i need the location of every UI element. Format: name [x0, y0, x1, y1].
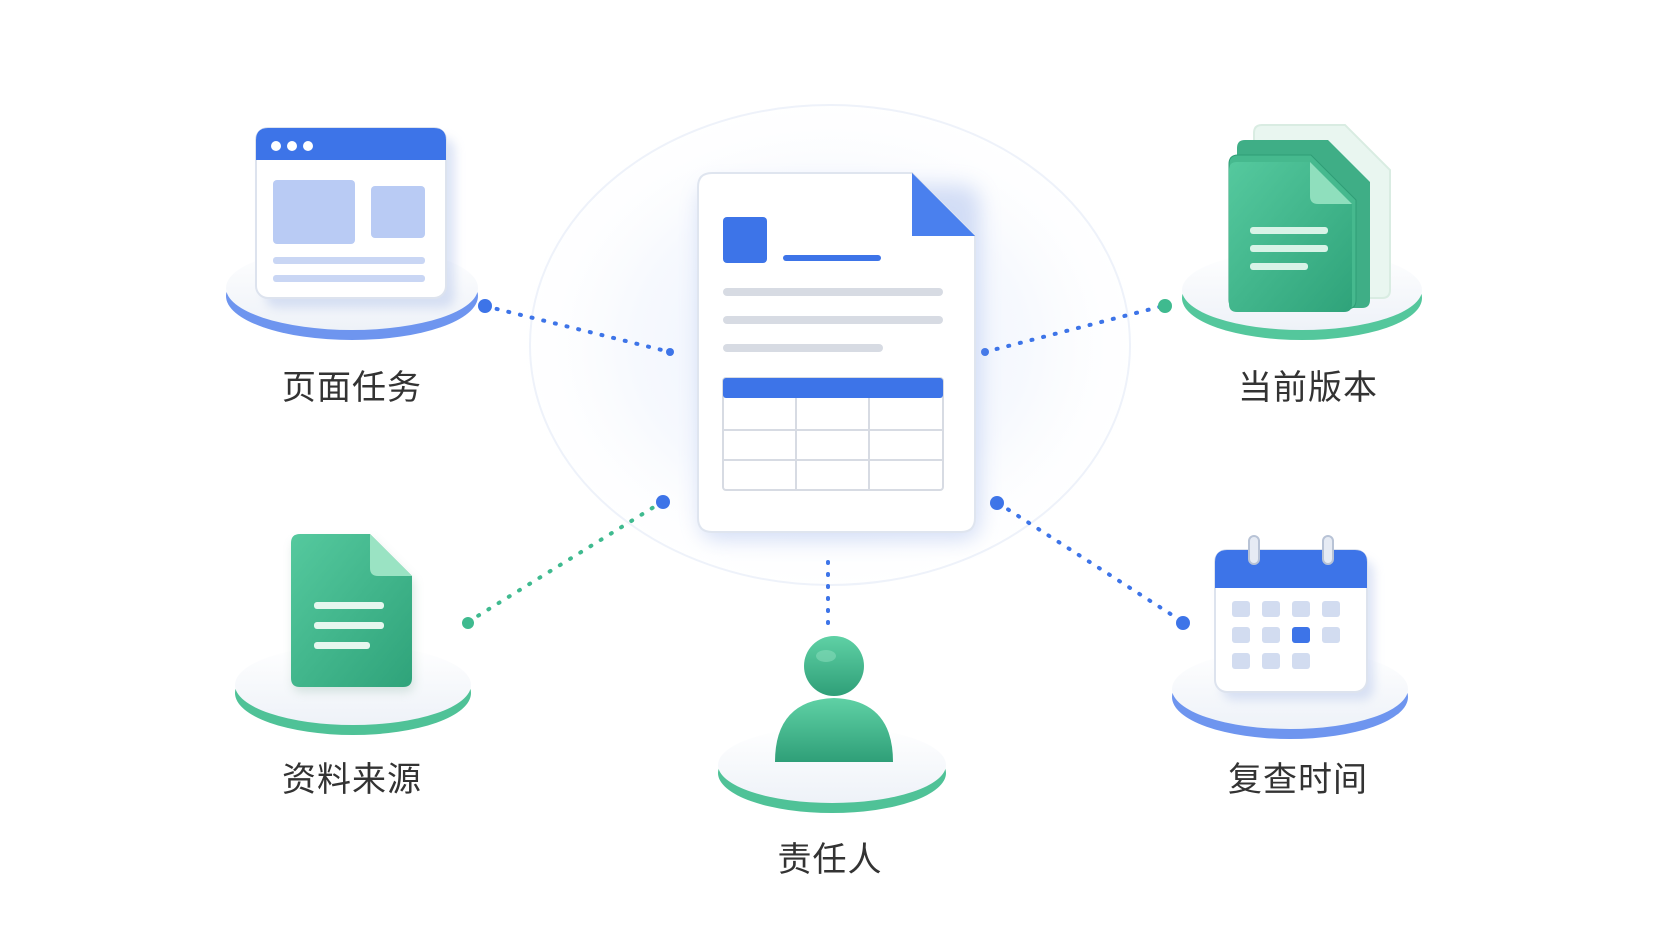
- label-review-time: 复查时间: [1228, 760, 1368, 800]
- record-document-icon: [697, 172, 980, 540]
- connectors: [466, 304, 1185, 632]
- person-icon: [775, 636, 893, 762]
- dot-review-end: [1176, 616, 1190, 630]
- label-current-version: 当前版本: [1238, 368, 1378, 408]
- node-review-time: [1172, 535, 1408, 739]
- label-source-material: 资料来源: [282, 760, 422, 800]
- calendar-icon: [1214, 535, 1374, 700]
- label-owner: 责任人: [777, 840, 883, 880]
- connector-page-task: [483, 304, 672, 354]
- connector-source-material: [466, 500, 664, 624]
- dot-version-center: [981, 348, 989, 356]
- browser-window-icon: [255, 127, 455, 308]
- label-page-task: 页面任务: [282, 368, 422, 408]
- dot-version-end: [1158, 299, 1172, 313]
- dot-page-task-end: [478, 299, 492, 313]
- dot-review-center: [990, 496, 1004, 510]
- node-page-task: [226, 127, 478, 340]
- node-owner: [718, 636, 946, 813]
- node-current-version: [1182, 124, 1422, 340]
- stacked-documents-icon: [1228, 124, 1391, 312]
- connector-review-time: [996, 501, 1185, 624]
- node-source-material: [235, 534, 471, 735]
- dot-source-end: [462, 617, 474, 629]
- dot-source-center: [656, 495, 670, 509]
- document-icon: [291, 534, 414, 692]
- dot-page-task-center: [666, 348, 674, 356]
- connector-dots: [462, 299, 1190, 630]
- center-ring: [529, 104, 1131, 586]
